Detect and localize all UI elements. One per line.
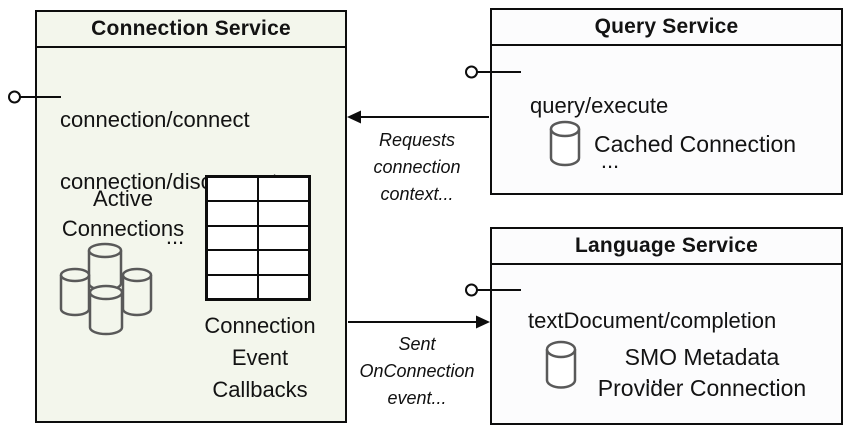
language-service-title: Language Service	[492, 229, 841, 265]
connection-to-language-arrowhead	[476, 315, 490, 329]
sent-onconnection-event-note: Sent OnConnection event...	[359, 334, 475, 408]
callback-table-cell	[258, 250, 309, 275]
query-methods-ellipsis: ...	[600, 148, 620, 173]
query-service-lollipop-circle	[465, 65, 478, 79]
callback-table-cell	[207, 274, 258, 299]
callback-table-cell	[258, 225, 309, 251]
language-methods-ellipsis: ...	[644, 363, 664, 388]
method-query-execute: query/execute	[530, 93, 669, 118]
query-to-connection-arrowhead	[347, 110, 361, 124]
callback-table-cell	[207, 250, 258, 275]
cached-connection-label: Cached Connection	[594, 131, 797, 157]
smo-metadata-provider-connection-label: SMO Metadata Provider Connection	[597, 344, 807, 401]
cached-connection-database-icon	[549, 120, 581, 167]
requests-connection-context-note: Requests connection context...	[373, 130, 461, 204]
query-service-title: Query Service	[492, 10, 841, 46]
connection-service-lollipop-circle	[8, 90, 21, 104]
callback-table-cell	[258, 201, 309, 226]
connection-service-title: Connection Service	[37, 12, 345, 48]
method-textdocument-completion: textDocument/completion	[528, 308, 777, 333]
language-service-methods: textDocument/completion ...	[528, 274, 780, 416]
language-service-box: Language Service textDocument/completion…	[490, 227, 843, 425]
callback-table-cell	[207, 177, 258, 202]
connection-service-box: Connection Service connection/connect co…	[35, 10, 347, 423]
active-connections-cylinders-icon	[59, 242, 153, 336]
method-connection-connect: connection/connect	[60, 107, 250, 132]
callback-table	[205, 175, 311, 301]
connection-event-callbacks-label: Connection Event Callbacks	[204, 313, 316, 402]
methods-ellipsis: ...	[165, 224, 185, 249]
callback-table-cell	[207, 201, 258, 226]
query-service-methods: query/execute ...	[530, 59, 690, 201]
active-connections-label: Active Connections	[61, 186, 185, 241]
query-service-box: Query Service query/execute ... Cached C…	[490, 8, 843, 195]
callback-table-cell	[258, 274, 309, 299]
callback-table-cell	[207, 225, 258, 251]
callback-table-cell	[258, 177, 309, 202]
language-service-lollipop-circle	[465, 283, 478, 297]
smo-metadata-database-icon	[545, 340, 577, 389]
